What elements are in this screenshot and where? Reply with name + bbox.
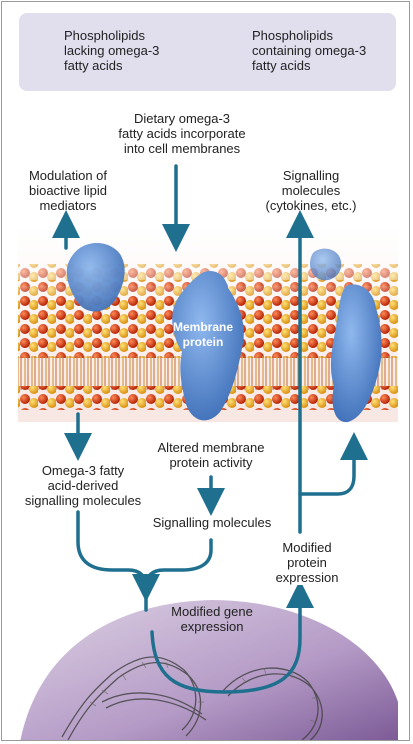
label-modulation: Modulation of bioactive lipid mediators — [12, 168, 124, 213]
legend-line: fatty acids — [64, 58, 123, 73]
dna-rungs — [89, 661, 318, 723]
label-line: into cell membranes — [123, 141, 241, 156]
legend-line: containing omega-3 — [252, 43, 367, 58]
label-line: Modified gene — [171, 604, 253, 619]
right-branch-arrow — [298, 432, 368, 496]
label-line: signalling molecules — [24, 493, 142, 508]
legend-line: lacking omega-3 — [64, 43, 160, 58]
label-line: fatty acids incorporate — [118, 126, 246, 141]
label-line: Signalling molecules — [152, 515, 272, 530]
label-dietary: Dietary omega-3 fatty acids incorporate … — [102, 111, 262, 156]
label-line: protein activity — [169, 455, 253, 470]
legend-box — [19, 13, 396, 91]
label-line: Membrane — [172, 320, 234, 334]
label-line: Modulation of — [28, 168, 108, 183]
label-line: Modified — [282, 540, 332, 555]
label-line: acid-derived — [47, 478, 119, 493]
right-membrane-protein — [330, 284, 382, 423]
small-floating-protein — [310, 248, 342, 281]
label-line: expression — [180, 619, 244, 634]
label-line: mediators — [39, 198, 97, 213]
dna-strands — [61, 656, 323, 740]
label-membrane-protein: Membrane protein — [168, 320, 238, 350]
label-line: molecules — [281, 183, 341, 198]
label-line: Signalling — [282, 168, 340, 183]
legend-line: Phospholipids — [64, 28, 145, 43]
label-line: protein — [287, 555, 327, 570]
label-signalling-mid: Signalling molecules — [142, 515, 282, 530]
legend-line: Phospholipids — [252, 28, 333, 43]
gene-loop-arrow — [150, 580, 314, 694]
nucleus — [20, 600, 398, 740]
label-line: Dietary omega-3 — [133, 111, 231, 126]
legend-item-lacking-omega3: Phospholipids lacking omega-3 fatty acid… — [64, 28, 204, 73]
legend-item-containing-omega3: Phospholipids containing omega-3 fatty a… — [252, 28, 402, 73]
label-line: Omega-3 fatty — [41, 463, 125, 478]
merge-arrow — [76, 510, 213, 612]
label-altered-activity: Altered membrane protein activity — [148, 440, 274, 470]
label-signalling-out: Signalling molecules (cytokines, etc.) — [248, 168, 374, 213]
left-membrane-protein — [66, 243, 125, 312]
label-line: protein — [182, 335, 224, 349]
label-line: expression — [275, 570, 339, 585]
label-gene-expression: Modified gene expression — [162, 604, 262, 634]
label-line: Altered membrane — [157, 440, 265, 455]
legend-line: fatty acids — [252, 58, 311, 73]
label-line: (cytokines, etc.) — [265, 198, 357, 213]
pathway-arrows — [52, 164, 368, 694]
label-modified-protein: Modified protein expression — [268, 540, 346, 585]
label-line: bioactive lipid — [28, 183, 108, 198]
membrane-protein — [172, 270, 244, 421]
label-omega3-derived: Omega-3 fatty acid-derived signalling mo… — [20, 463, 146, 508]
